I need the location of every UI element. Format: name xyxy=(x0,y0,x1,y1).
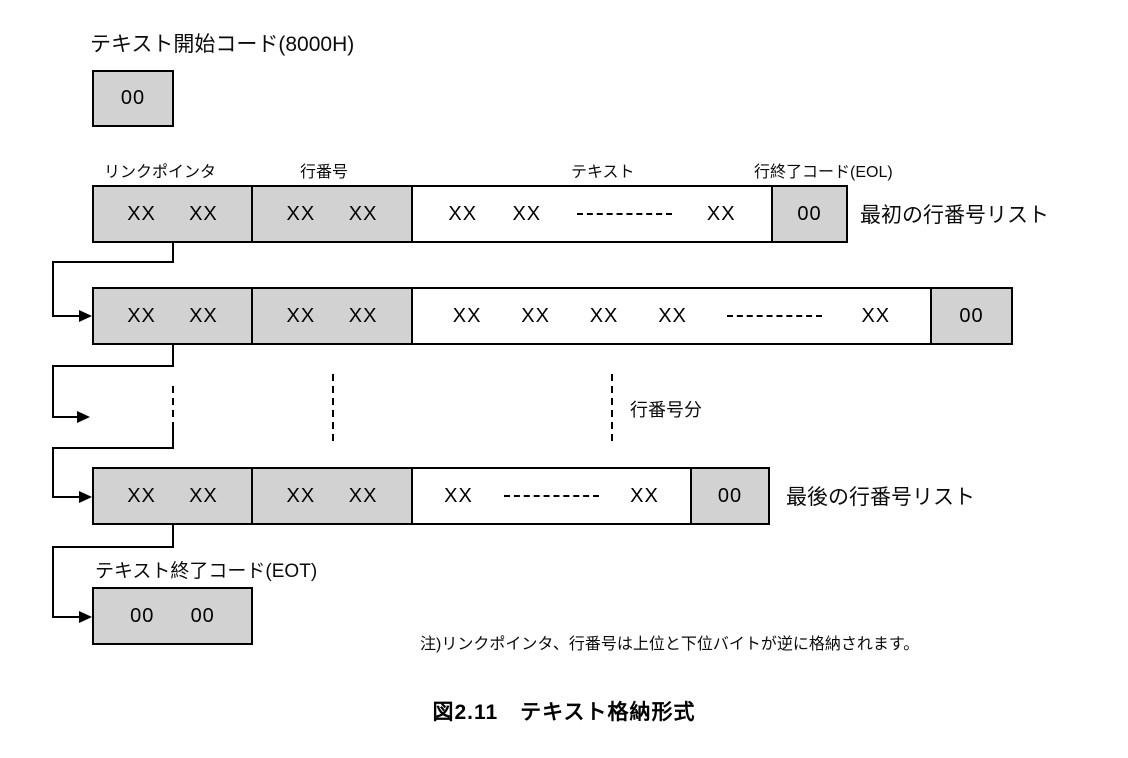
column-label-link-pointer: リンクポインタ xyxy=(104,164,217,181)
byte-value: XX xyxy=(630,484,659,507)
byte-value: XX xyxy=(286,304,316,327)
text-start-code-label: テキスト開始コード(8000H) xyxy=(90,33,355,56)
byte-value: 00 xyxy=(130,604,155,627)
byte-cell: XX XX XX XX XX xyxy=(411,287,932,345)
figure-caption: 図2.11 テキスト格納形式 xyxy=(432,701,696,724)
byte-value: XX xyxy=(348,202,378,225)
byte-value: XX xyxy=(348,304,378,327)
arrowhead-icon xyxy=(79,310,92,322)
arrowhead-icon xyxy=(77,411,90,423)
arrowhead-icon xyxy=(79,611,92,623)
byte-value: XX xyxy=(189,202,218,225)
byte-cell: 00 xyxy=(771,185,848,243)
byte-cell: XX XX xyxy=(251,467,413,525)
byte-cell: XX XX xyxy=(92,185,253,243)
byte-value: XX xyxy=(286,202,316,225)
byte-value: XX xyxy=(512,202,542,225)
byte-value: 00 xyxy=(717,484,743,507)
byte-value: 00 xyxy=(959,304,984,327)
arrowhead-icon xyxy=(79,491,92,503)
link-arrow-row2-to-omitted xyxy=(52,345,174,418)
dashes-icon xyxy=(726,315,822,317)
byte-value: XX xyxy=(452,304,482,327)
byte-value: XX xyxy=(127,202,156,225)
byte-cell: XX XX xyxy=(251,185,413,243)
byte-cell: 00 00 xyxy=(92,587,253,645)
byte-value: 00 xyxy=(190,604,215,627)
byte-cell: 00 xyxy=(690,467,770,525)
byte-value: XX xyxy=(189,484,218,507)
byte-cell: XX XX xyxy=(411,467,692,525)
column-label-eol-code: 行終了コード(EOL) xyxy=(754,164,893,181)
row-label-first: 最初の行番号リスト xyxy=(860,204,1049,227)
byte-value: 00 xyxy=(797,202,822,225)
byte-value: XX xyxy=(658,304,687,327)
line-count-label: 行番号分 xyxy=(630,400,702,420)
column-label-line-number: 行番号 xyxy=(300,164,349,181)
byte-value: XX xyxy=(521,304,550,327)
byte-value: XX xyxy=(444,484,473,507)
dashes-icon xyxy=(576,213,672,215)
byte-value: XX xyxy=(189,304,218,327)
byte-cell: XX XX xyxy=(92,467,253,525)
byte-cell: XX XX xyxy=(92,287,253,345)
byte-cell: 00 xyxy=(92,70,174,127)
byte-value: XX xyxy=(348,484,378,507)
byte-value: 00 xyxy=(120,87,146,109)
byte-value: XX xyxy=(706,202,736,225)
dashes-icon xyxy=(504,495,599,497)
byte-value: XX xyxy=(127,304,156,327)
byte-value: XX xyxy=(589,304,619,327)
note-text: 注)リンクポインタ、行番号は上位と下位バイトが逆に格納されます。 xyxy=(420,636,920,653)
text-end-code-label: テキスト終了コード(EOT) xyxy=(95,561,318,582)
byte-cell: XX XX xyxy=(251,287,413,345)
byte-value: XX xyxy=(861,304,891,327)
row-label-last: 最後の行番号リスト xyxy=(786,486,975,509)
column-label-text: テキスト xyxy=(571,164,635,181)
byte-value: XX xyxy=(448,202,478,225)
byte-cell: XX XX XX xyxy=(411,185,773,243)
byte-value: XX xyxy=(127,484,156,507)
byte-cell: 00 xyxy=(930,287,1013,345)
byte-value: XX xyxy=(286,484,316,507)
